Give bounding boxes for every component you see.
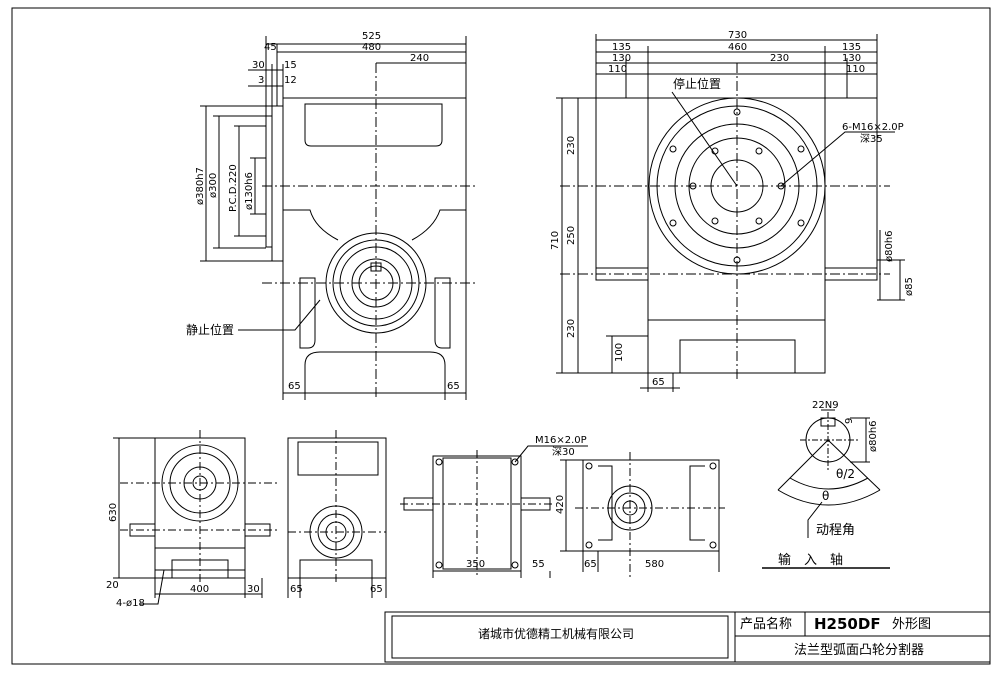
thread-depth: 深30 <box>552 446 575 458</box>
dim-230-upper: 230 <box>566 136 577 155</box>
dim-phi80h6: ø80h6 <box>884 230 895 262</box>
label-stop-position-front: 静止位置 <box>186 322 234 337</box>
theta: θ <box>822 489 829 503</box>
dim-710: 710 <box>550 231 561 250</box>
dim-110-left: 110 <box>608 64 627 75</box>
small-view-2 <box>288 430 386 598</box>
title-block <box>385 612 990 662</box>
shaft-detail <box>778 410 880 538</box>
dim-730: 730 <box>728 30 747 41</box>
small-view-3 <box>400 446 588 578</box>
dim-230: 230 <box>770 53 789 64</box>
side-view <box>556 34 905 392</box>
holes-label: 6-M16×2.0P <box>842 122 904 133</box>
dim-630: 630 <box>108 503 119 522</box>
dim-9: 9 <box>844 418 855 424</box>
dim-phi300: ø300 <box>208 173 219 198</box>
dim-65-side: 65 <box>652 377 665 388</box>
dim-110-right: 110 <box>846 64 865 75</box>
label-index-angle: 动程角 <box>816 523 855 538</box>
dim-100: 100 <box>614 343 625 362</box>
theta-half: θ/2 <box>836 467 855 481</box>
dim-12: 12 <box>284 75 297 86</box>
dim-phi380h7: ø380h7 <box>195 167 206 205</box>
small-view-1 <box>113 430 280 604</box>
dim-580: 580 <box>645 559 664 570</box>
dim-phi130h6: ø130h6 <box>244 172 255 210</box>
dim-230-lower: 230 <box>566 319 577 338</box>
dim-phi80h6-shaft: ø80h6 <box>868 420 879 452</box>
dim-480: 480 <box>362 42 381 53</box>
thread-label: M16×2.0P <box>535 435 587 446</box>
label-stop-position-side: 停止位置 <box>673 76 721 91</box>
dim-30: 30 <box>252 60 265 71</box>
label-input-shaft: 输 入 轴 <box>778 552 843 568</box>
dim-20: 20 <box>106 580 119 591</box>
dim-3: 3 <box>258 75 264 86</box>
product-model: H250DF <box>814 615 881 633</box>
dim-22n9: 22N9 <box>812 400 839 411</box>
dim-65-v2-left: 65 <box>290 584 303 595</box>
dim-400: 400 <box>190 584 209 595</box>
dim-130-left: 130 <box>612 53 631 64</box>
sheet-border <box>12 8 990 664</box>
dim-130-right: 130 <box>842 53 861 64</box>
dim-240: 240 <box>410 53 429 64</box>
dim-45: 45 <box>264 42 277 53</box>
drawing-type: 外形图 <box>892 617 931 632</box>
front-view <box>200 36 475 400</box>
small-view-4 <box>560 452 725 580</box>
dim-250: 250 <box>566 226 577 245</box>
product-description: 法兰型弧面凸轮分割器 <box>794 642 924 658</box>
dim-phi85: ø85 <box>904 277 915 296</box>
dim-420: 420 <box>555 495 566 514</box>
dim-350: 350 <box>466 559 485 570</box>
dim-4-phi18: 4-ø18 <box>116 598 145 609</box>
dim-30-small: 30 <box>247 584 260 595</box>
holes-depth: 深35 <box>860 133 883 145</box>
dim-65-right: 65 <box>447 381 460 392</box>
dim-65-v2-right: 65 <box>370 584 383 595</box>
dim-pcd220: P.C.D.220 <box>228 164 239 212</box>
dim-55: 55 <box>532 559 545 570</box>
dim-135-left: 135 <box>612 42 631 53</box>
dim-15: 15 <box>284 60 297 71</box>
dim-460: 460 <box>728 42 747 53</box>
company-name: 诸城市优德精工机械有限公司 <box>478 626 634 641</box>
dim-65-left: 65 <box>288 381 301 392</box>
dim-65-v4: 65 <box>584 559 597 570</box>
dim-135-right: 135 <box>842 42 861 53</box>
product-name-label: 产品名称 <box>740 616 792 632</box>
dim-525: 525 <box>362 31 381 42</box>
